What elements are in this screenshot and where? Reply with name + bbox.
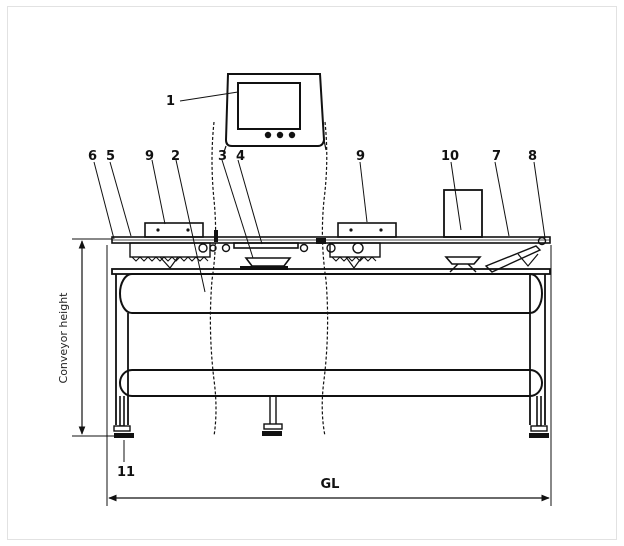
infeed-section [129, 230, 218, 269]
height-dimension [72, 238, 114, 437]
callout-side-guide-left: 9 [145, 149, 154, 164]
weigh-platform [221, 238, 326, 270]
outfeed-support [484, 236, 547, 273]
legs [115, 274, 546, 427]
length-dimension [106, 245, 552, 506]
figure-frame [7, 6, 617, 540]
reject-unit [443, 189, 483, 273]
callout-weigh-conveyor: 2 [171, 149, 180, 164]
side-guide-right [337, 222, 397, 238]
callout-reject-unit: 10 [441, 149, 459, 164]
leader-lines [93, 91, 546, 462]
callout-infeed-end: 5 [106, 149, 115, 164]
callout-weigh-frame: 4 [236, 149, 245, 164]
height-label: Conveyor height [57, 292, 70, 384]
outfeed-section [326, 242, 381, 270]
lower-roller-housing [119, 369, 543, 397]
callout-side-guide-right: 9 [356, 149, 365, 164]
feet [113, 423, 549, 438]
callout-outfeed-belt: 7 [492, 149, 501, 164]
length-label: GL [321, 477, 340, 492]
callout-infeed-roller: 6 [88, 149, 97, 164]
callout-display: 1 [166, 94, 175, 109]
conveyor-top [111, 236, 551, 244]
side-guide-left [144, 222, 204, 238]
callout-foot: 11 [117, 465, 135, 480]
upper-roller-housing [111, 268, 551, 314]
callout-outfeed-roller: 8 [528, 149, 537, 164]
center-column [209, 121, 329, 437]
callout-load-cell: 3 [218, 149, 227, 164]
display-terminal [223, 73, 327, 153]
